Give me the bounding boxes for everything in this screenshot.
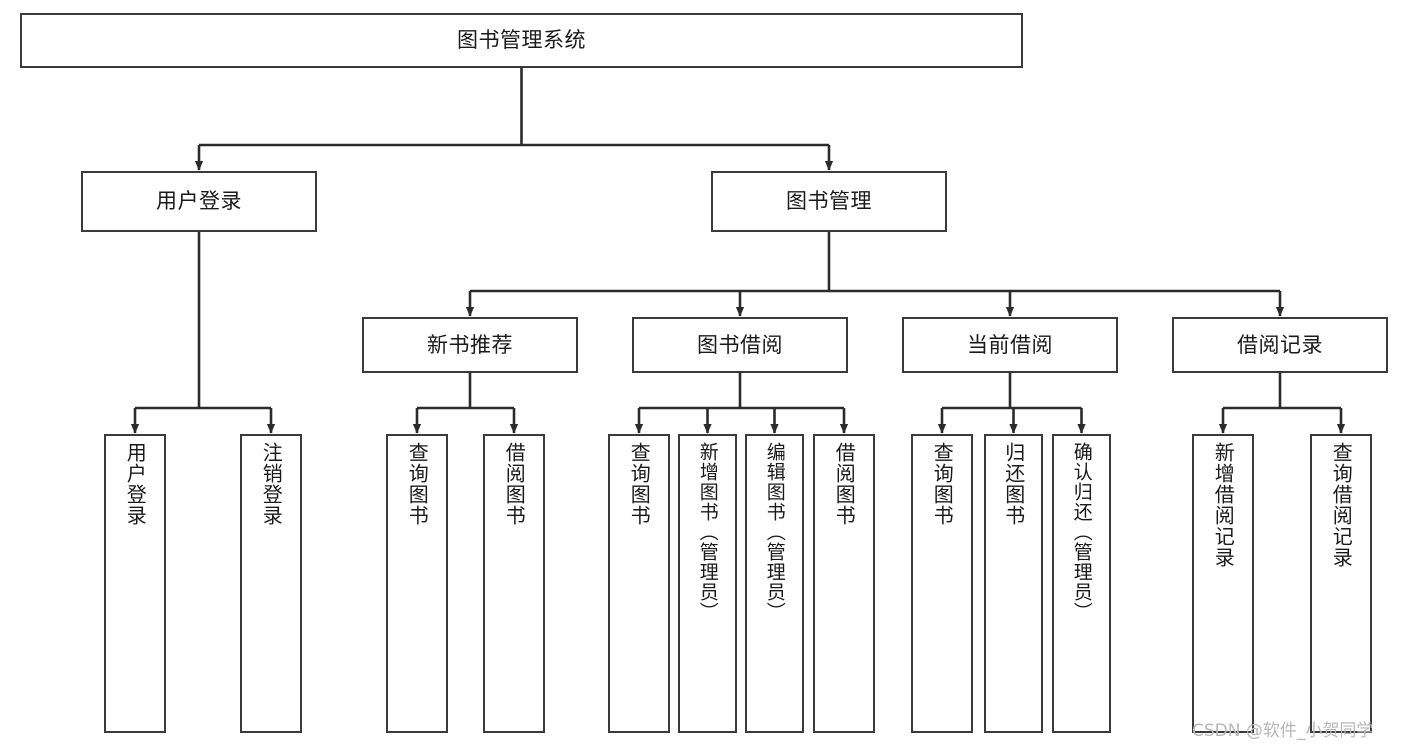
- node-leaf-bb-query-book-label: 查询图书: [627, 442, 652, 526]
- node-leaf-cb-confirm-return[interactable]: 确认归还（管理员）: [1052, 434, 1111, 733]
- node-leaf-bb-add-book-label: 新增图书（管理员）: [696, 442, 719, 622]
- node-borrow-record[interactable]: 借阅记录: [1172, 317, 1388, 373]
- node-book-borrow[interactable]: 图书借阅: [632, 317, 848, 373]
- node-book-borrow-label: 图书借阅: [697, 332, 783, 357]
- node-current-borrow[interactable]: 当前借阅: [902, 317, 1118, 373]
- node-book-manage-label: 图书管理: [786, 189, 872, 214]
- node-borrow-record-label: 借阅记录: [1237, 332, 1323, 357]
- node-leaf-cb-confirm-return-label: 确认归还（管理员）: [1070, 442, 1093, 622]
- node-new-book-rec-label: 新书推荐: [427, 332, 513, 357]
- node-leaf-br-query-record[interactable]: 查询借阅记录: [1310, 434, 1372, 733]
- node-leaf-cb-return-book-label: 归还图书: [1001, 442, 1026, 526]
- node-user-login-label: 用户登录: [156, 189, 242, 214]
- node-leaf-bb-edit-book[interactable]: 编辑图书（管理员）: [745, 434, 804, 733]
- node-root-label: 图书管理系统: [457, 28, 586, 53]
- node-leaf-bb-add-book[interactable]: 新增图书（管理员）: [678, 434, 737, 733]
- node-leaf-br-query-record-label: 查询借阅记录: [1329, 442, 1354, 568]
- node-leaf-bb-edit-book-label: 编辑图书（管理员）: [763, 442, 786, 622]
- node-leaf-user-login[interactable]: 用户登录: [104, 434, 166, 733]
- node-leaf-rec-query-book[interactable]: 查询图书: [386, 434, 448, 733]
- node-leaf-rec-borrow-book-label: 借阅图书: [502, 442, 527, 526]
- node-new-book-rec[interactable]: 新书推荐: [362, 317, 578, 373]
- node-root[interactable]: 图书管理系统: [20, 13, 1023, 68]
- node-leaf-br-add-record[interactable]: 新增借阅记录: [1192, 434, 1254, 733]
- node-book-manage[interactable]: 图书管理: [711, 171, 947, 232]
- node-leaf-rec-query-book-label: 查询图书: [405, 442, 430, 526]
- node-leaf-cb-return-book[interactable]: 归还图书: [984, 434, 1043, 733]
- node-leaf-user-logout[interactable]: 注销登录: [240, 434, 302, 733]
- node-leaf-cb-query-book[interactable]: 查询图书: [911, 434, 973, 733]
- node-leaf-user-login-label: 用户登录: [123, 442, 148, 526]
- csdn-watermark: CSDN @软件_小贺同学: [1192, 721, 1374, 741]
- node-leaf-user-logout-label: 注销登录: [259, 442, 284, 526]
- node-leaf-bb-query-book[interactable]: 查询图书: [608, 434, 670, 733]
- node-leaf-bb-borrow-book[interactable]: 借阅图书: [813, 434, 875, 733]
- node-leaf-br-add-record-label: 新增借阅记录: [1211, 442, 1236, 568]
- node-user-login[interactable]: 用户登录: [81, 171, 317, 232]
- node-leaf-cb-query-book-label: 查询图书: [930, 442, 955, 526]
- node-leaf-rec-borrow-book[interactable]: 借阅图书: [483, 434, 545, 733]
- node-leaf-bb-borrow-book-label: 借阅图书: [832, 442, 857, 526]
- node-current-borrow-label: 当前借阅: [967, 332, 1053, 357]
